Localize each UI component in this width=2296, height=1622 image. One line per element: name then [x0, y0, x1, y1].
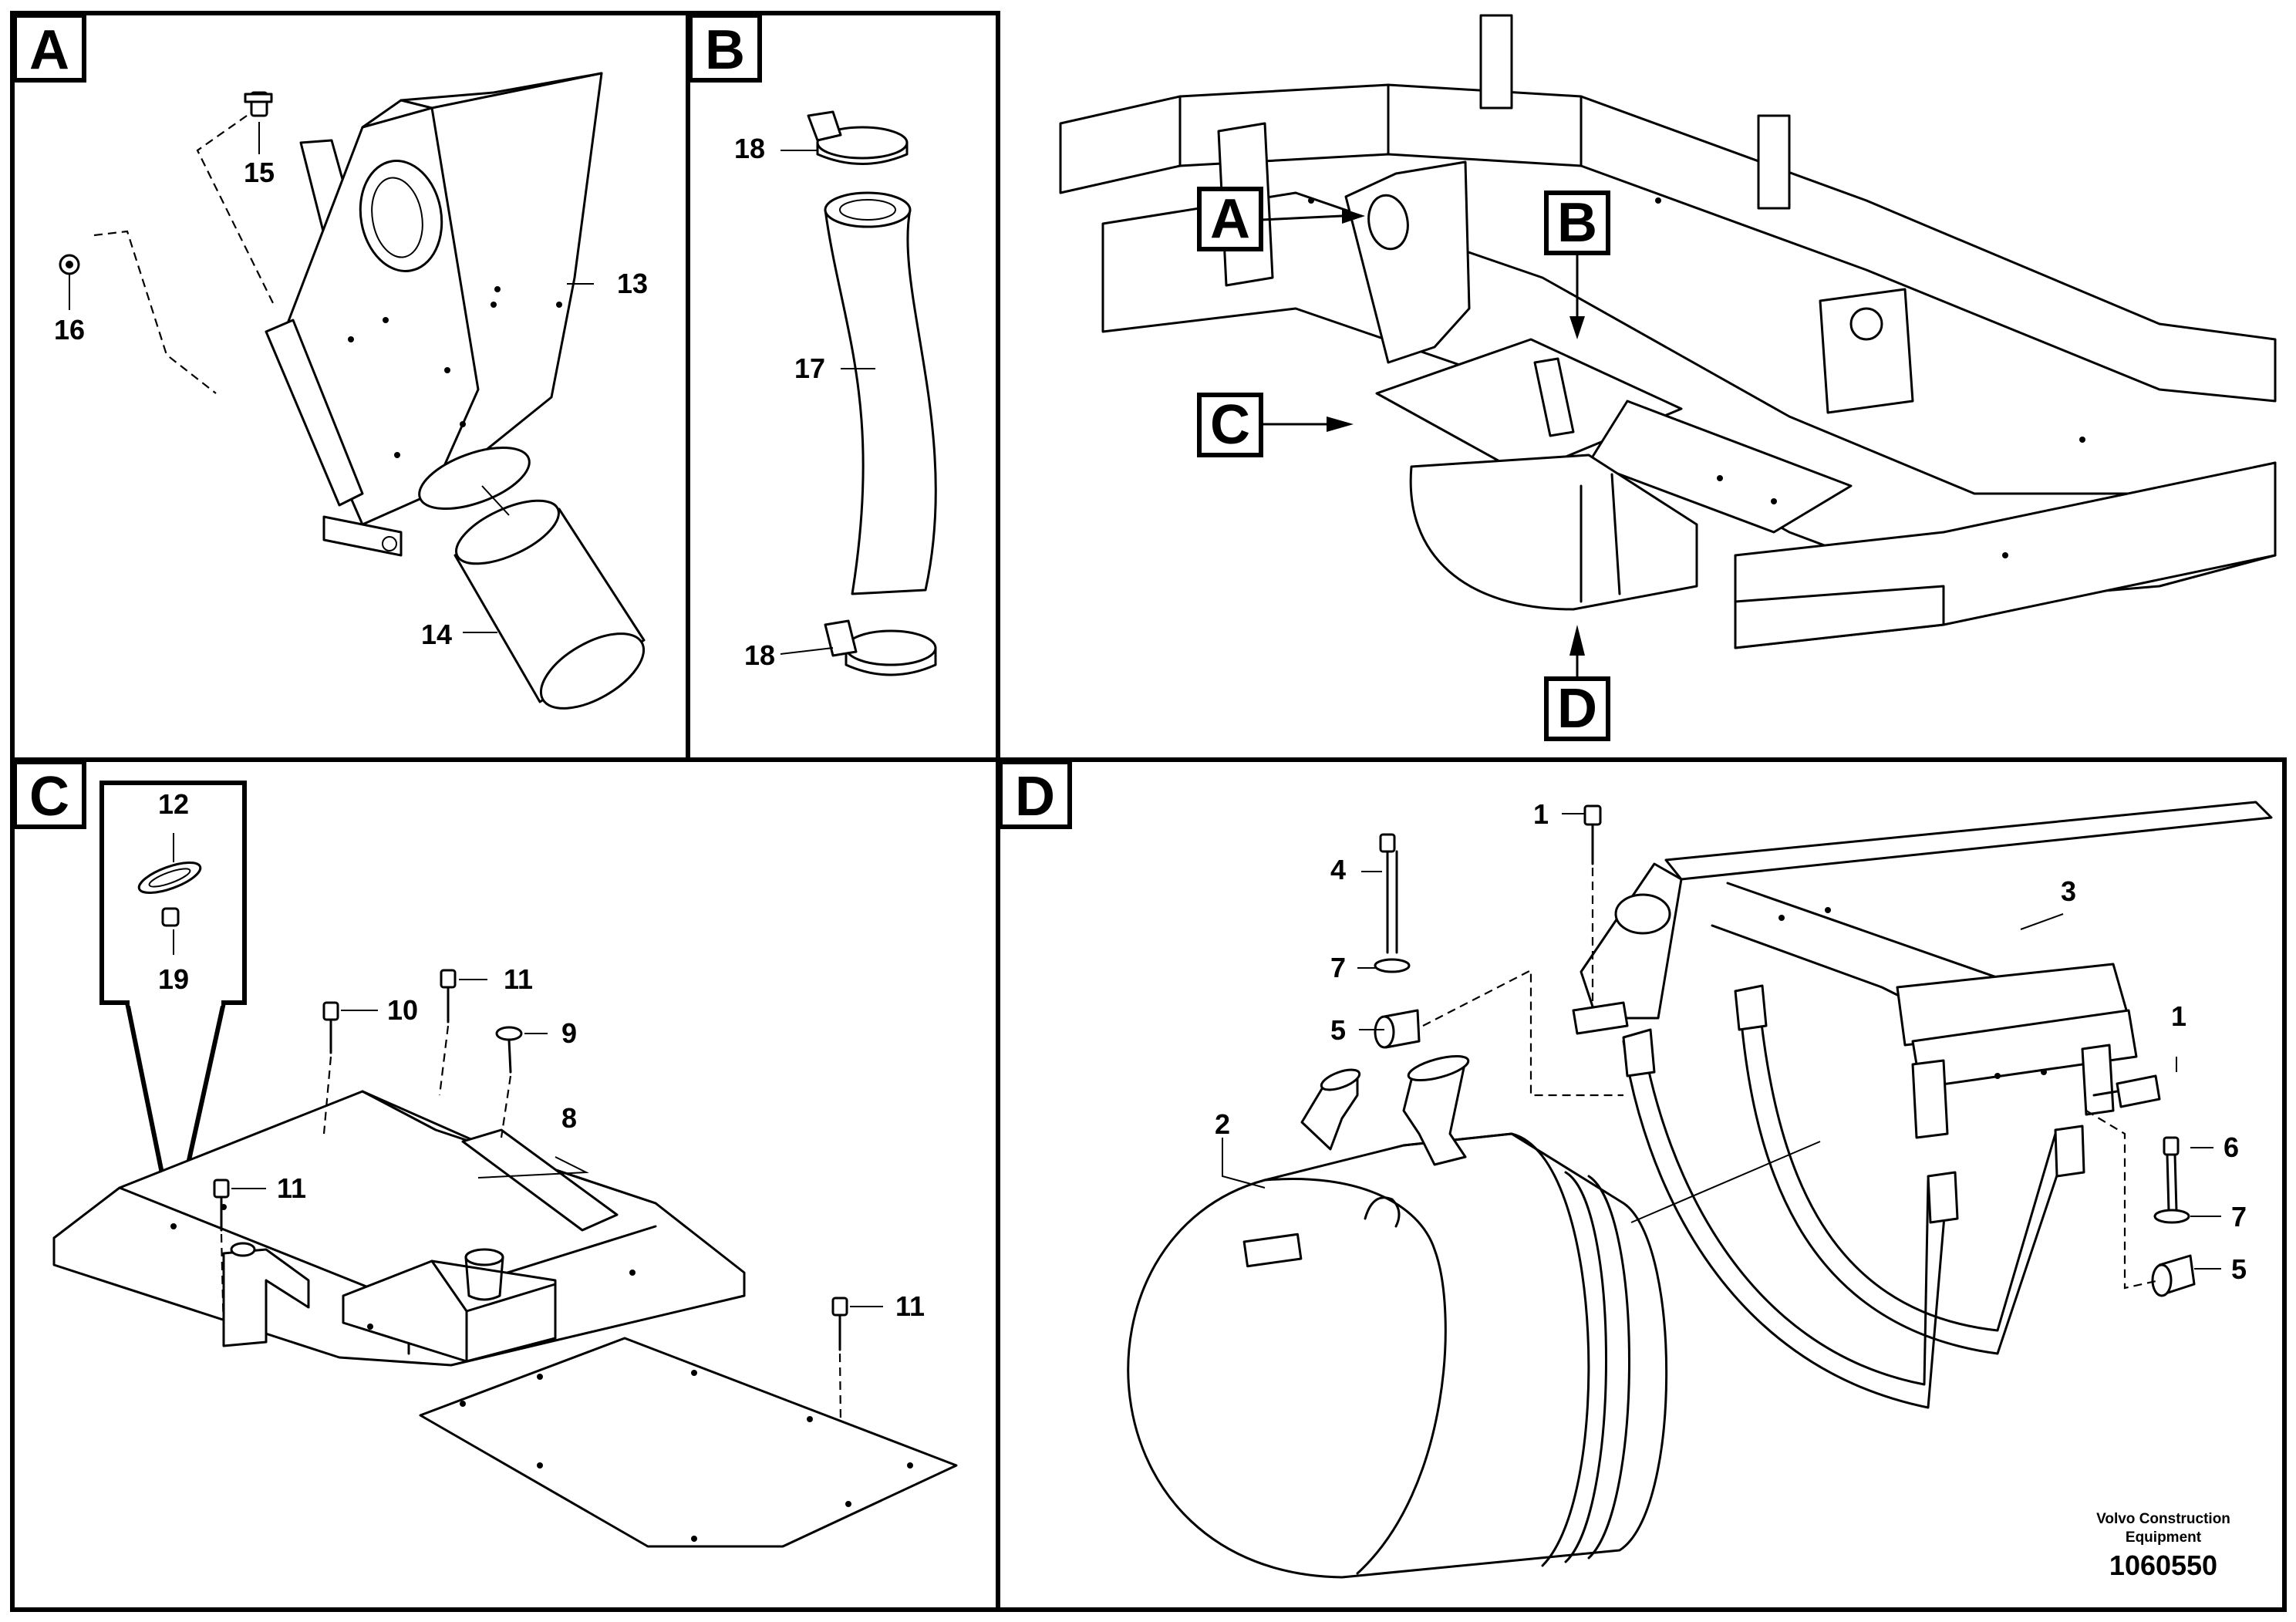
- filler-neck: [464, 1248, 504, 1266]
- section-tag-d: D: [998, 760, 1072, 829]
- label-16: 16: [54, 314, 85, 346]
- bolt-1-right: [2116, 1074, 2161, 1108]
- label-5-left: 5: [1330, 1014, 1346, 1046]
- label-19: 19: [158, 963, 189, 995]
- label-11-top: 11: [504, 963, 533, 995]
- overview-frame-drawing: [1059, 14, 2277, 680]
- bolt-11-c: [831, 1297, 848, 1317]
- clamp-18-bottom: [845, 629, 937, 666]
- label-9: 9: [561, 1017, 577, 1049]
- callout-b: B: [1544, 191, 1610, 255]
- hose-17-top-end: [824, 191, 912, 228]
- washer-7-left: [1374, 958, 1411, 973]
- label-12: 12: [158, 788, 189, 820]
- section-c-text: C: [29, 766, 69, 828]
- label-15: 15: [244, 157, 275, 188]
- label-5-right: 5: [2231, 1253, 2247, 1285]
- panel-c-drawing: [52, 781, 958, 1548]
- hose-17: [824, 208, 937, 595]
- section-tag-b: B: [688, 13, 762, 83]
- overview-plate: [1587, 400, 1853, 534]
- label-1-right: 1: [2171, 1000, 2186, 1032]
- label-11-right: 11: [895, 1290, 925, 1322]
- label-3: 3: [2061, 875, 2076, 907]
- panel-frames: [10, 11, 2287, 1612]
- label-2: 2: [1215, 1108, 1230, 1140]
- section-tag-c: C: [12, 760, 86, 829]
- bolt-11-a: [440, 969, 457, 989]
- label-14: 14: [421, 619, 452, 650]
- document-number: 1060550: [2109, 1549, 2217, 1581]
- bolt-10: [322, 1001, 339, 1021]
- label-13: 13: [617, 268, 648, 299]
- label-4: 4: [1330, 854, 1346, 885]
- panel-d-frame: [996, 757, 2287, 1612]
- screw-9: [495, 1026, 523, 1041]
- side-flange: [265, 319, 364, 507]
- label-11-left: 11: [277, 1172, 306, 1204]
- label-17: 17: [794, 352, 825, 384]
- label-10: 10: [387, 994, 418, 1026]
- label-8: 8: [561, 1102, 577, 1134]
- callout-d-text: D: [1557, 678, 1597, 740]
- bottom-plate: [419, 1337, 958, 1548]
- label-6: 6: [2224, 1131, 2239, 1163]
- gasket-12: [137, 862, 202, 894]
- bracket-3-top-rail: [1664, 801, 2273, 881]
- section-tag-a: A: [12, 13, 86, 83]
- callout-a-text: A: [1210, 188, 1250, 250]
- company-name-line2: Equipment: [2126, 1529, 2202, 1546]
- label-18-top: 18: [734, 133, 765, 164]
- bolt-11-b: [213, 1179, 230, 1199]
- callout-c: C: [1197, 393, 1263, 457]
- washer-7-right: [2153, 1209, 2190, 1224]
- tank-label-plate: [1242, 1233, 1303, 1268]
- panel-d-drawing: [1127, 801, 2273, 1579]
- panel-a-drawing: [59, 72, 646, 710]
- detail-inset: [99, 781, 247, 1005]
- bolt-6: [2163, 1136, 2180, 1156]
- overview-cover: [1375, 338, 1683, 476]
- label-18-bottom: 18: [744, 639, 775, 671]
- panel-b-drawing: [780, 110, 937, 676]
- section-b-text: B: [705, 19, 745, 81]
- bottom-bracket: [322, 515, 403, 557]
- label-7-left: 7: [1330, 952, 1346, 983]
- label-1-top: 1: [1533, 798, 1549, 830]
- company-name-line1: Volvo Construction: [2096, 1511, 2230, 1527]
- label-7-right: 7: [2231, 1201, 2247, 1233]
- overview-tank: [1409, 454, 1698, 611]
- cross-member: [1819, 288, 1914, 414]
- bolt-1-top: [1583, 804, 1602, 826]
- section-d-text: D: [1015, 766, 1055, 828]
- section-a-text: A: [29, 19, 69, 81]
- plug-19: [161, 907, 180, 927]
- callout-a: A: [1197, 187, 1263, 251]
- callout-c-text: C: [1210, 394, 1250, 456]
- callout-d: D: [1544, 676, 1610, 741]
- callout-b-text: B: [1557, 192, 1597, 254]
- outlet-collar: [418, 446, 531, 511]
